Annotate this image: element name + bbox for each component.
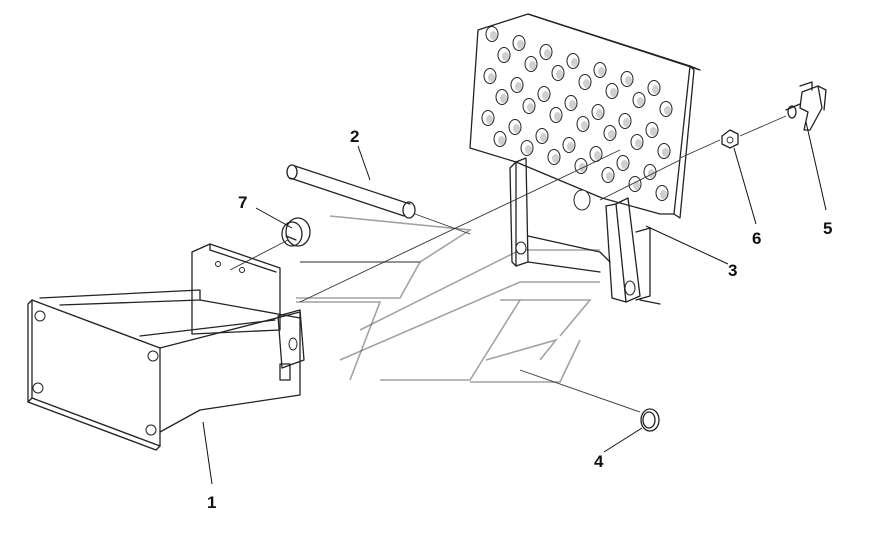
perforation-hole-shade <box>625 76 632 85</box>
leader-2 <box>357 145 371 181</box>
perforation-hole-shade <box>540 133 547 142</box>
pin-part <box>286 164 471 235</box>
cap-part <box>229 217 311 271</box>
bracket-base-part <box>27 243 305 451</box>
perforation-hole-shade <box>621 160 628 169</box>
perforation-hole-shade <box>529 61 536 70</box>
assembly-guide-line <box>599 159 681 201</box>
perforation-hole-shade <box>633 181 640 190</box>
perforation-hole-shade <box>569 100 576 109</box>
perforation-hole-shade <box>500 94 507 103</box>
leader-6 <box>733 147 757 225</box>
perforation-hole-shade <box>583 79 590 88</box>
leader-3 <box>645 225 729 265</box>
perforation-hole-shade <box>660 190 667 199</box>
part-label-1: 1 <box>207 493 216 512</box>
perforation-hole-shade <box>542 91 549 100</box>
perforation-hole-shade <box>650 127 657 136</box>
perforation-hole-shade <box>513 124 520 133</box>
perforation-hole-shade <box>552 154 559 163</box>
perforation-hole-shade <box>486 115 493 124</box>
perforation-hole-shade <box>488 73 495 82</box>
leader-4 <box>603 427 643 453</box>
leader-7 <box>255 207 293 229</box>
perforation-hole-shade <box>662 148 669 157</box>
perforation-hole-shade <box>498 136 505 145</box>
perforation-hole-shade <box>544 49 551 58</box>
retaining-ring-part <box>519 369 660 432</box>
perforation-hole-shade <box>525 145 532 154</box>
perforation-hole-shade <box>594 151 601 160</box>
part-label-7: 7 <box>238 193 247 212</box>
perforation-hole-shade <box>554 112 561 121</box>
perforation-hole-shade <box>596 109 603 118</box>
perforation-hole-shade <box>652 85 659 94</box>
leader-5 <box>805 121 827 211</box>
part-label-3: 3 <box>728 261 737 280</box>
perforation-hole-shade <box>664 106 671 115</box>
perforation-hole-shade <box>608 130 615 139</box>
perforation-hole-shade <box>527 103 534 112</box>
leader-lines <box>202 121 827 485</box>
perforation-hole-shade <box>581 121 588 130</box>
step-plate-part <box>469 13 701 305</box>
part-label-4: 4 <box>594 452 604 471</box>
perforation-hole-shade <box>571 58 578 67</box>
perforation-hole-shade <box>623 118 630 127</box>
perforation-hole-shade <box>490 31 497 40</box>
perforation-hole-shade <box>635 139 642 148</box>
perforation-hole-shade <box>556 70 563 79</box>
perforation-hole-shade <box>648 169 655 178</box>
perforation-hole-shade <box>567 142 574 151</box>
perforation-hole-shade <box>517 40 524 49</box>
perforation-hole-shade <box>610 88 617 97</box>
part-label-6: 6 <box>752 229 761 248</box>
part-label-5: 5 <box>823 219 832 238</box>
perforation-hole-shade <box>515 82 522 91</box>
watermark-logo <box>296 215 600 383</box>
perforation-hole-shade <box>637 97 644 106</box>
perforation-holes <box>481 26 673 201</box>
nut-part <box>679 115 787 159</box>
perforation-hole-shade <box>502 52 509 61</box>
sensor-part <box>785 81 827 131</box>
leader-1 <box>202 421 213 485</box>
perforation-hole-shade <box>598 67 605 76</box>
part-label-2: 2 <box>350 127 359 146</box>
assembly-guide-line <box>299 149 621 303</box>
perforation-hole-shade <box>606 172 613 181</box>
